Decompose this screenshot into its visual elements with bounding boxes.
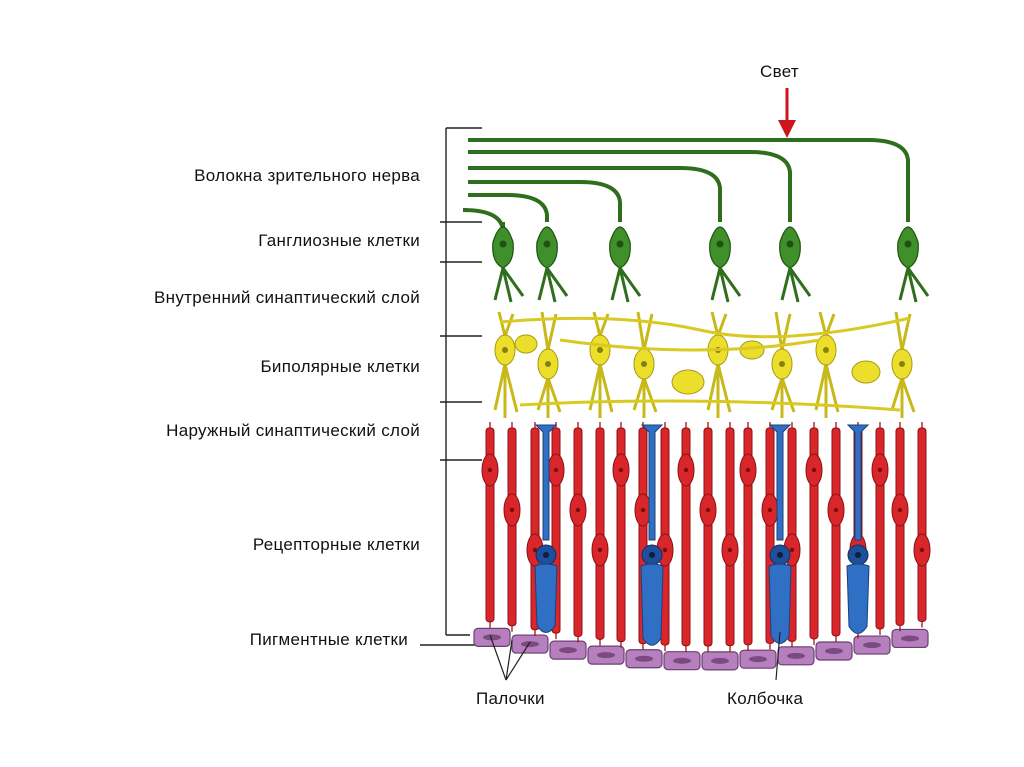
cone-nucleolus bbox=[649, 552, 655, 558]
rod-nucleolus bbox=[663, 548, 667, 552]
cone-stalk bbox=[848, 425, 868, 540]
bipolar-nucleus bbox=[545, 361, 551, 367]
rod-nucleolus bbox=[746, 468, 750, 472]
label-ganglion-cells: Ганглиозные клетки bbox=[258, 231, 420, 251]
rod-nucleolus bbox=[834, 508, 838, 512]
rod-nucleolus bbox=[790, 548, 794, 552]
label-inner-synaptic-layer: Внутренний синаптический слой bbox=[154, 288, 420, 308]
light-label: Свет bbox=[760, 62, 799, 82]
bipolar-nucleus bbox=[641, 361, 647, 367]
pigment-nucleus bbox=[825, 648, 843, 654]
label-optic-fibers: Волокна зрительного нерва bbox=[194, 166, 420, 186]
amacrine-cell bbox=[515, 335, 537, 353]
pigment-layer bbox=[474, 628, 928, 669]
bipolar-layer bbox=[495, 312, 914, 418]
label-rods: Палочки bbox=[476, 689, 545, 709]
pigment-nucleus bbox=[711, 658, 729, 664]
ganglion-dendrite bbox=[539, 268, 567, 302]
rod-nucleolus bbox=[554, 468, 558, 472]
rod-body bbox=[704, 428, 712, 646]
light-arrow bbox=[778, 88, 796, 138]
rod-body bbox=[508, 428, 516, 626]
pigment-nucleus bbox=[749, 656, 767, 662]
cone-nucleolus bbox=[543, 552, 549, 558]
rod-nucleolus bbox=[812, 468, 816, 472]
rod-nucleolus bbox=[488, 468, 492, 472]
rod-nucleolus bbox=[706, 508, 710, 512]
optic-nerve-layer bbox=[463, 140, 928, 302]
rod-nucleolus bbox=[728, 548, 732, 552]
ganglion-nucleus bbox=[544, 241, 551, 248]
rod-nucleolus bbox=[641, 508, 645, 512]
ganglion-nucleus bbox=[787, 241, 794, 248]
optic-fiber bbox=[468, 195, 547, 222]
layer-bracket bbox=[420, 128, 482, 645]
bipolar-nucleus bbox=[779, 361, 785, 367]
rod-nucleolus bbox=[768, 508, 772, 512]
pigment-nucleus bbox=[521, 641, 539, 647]
optic-fiber bbox=[468, 152, 790, 222]
ganglion-dendrite bbox=[612, 268, 640, 302]
receptor-layer bbox=[482, 422, 930, 652]
cone-nucleolus bbox=[855, 552, 861, 558]
ganglion-nucleus bbox=[617, 241, 624, 248]
ganglion-dendrite bbox=[782, 268, 810, 302]
rod-nucleolus bbox=[576, 508, 580, 512]
amacrine-cell bbox=[852, 361, 880, 383]
bipolar-nucleus bbox=[502, 347, 508, 353]
synaptic-processes bbox=[500, 318, 910, 410]
ganglion-nucleus bbox=[500, 241, 507, 248]
cone-outer-segment bbox=[535, 564, 557, 633]
rod-nucleolus bbox=[878, 468, 882, 472]
rod-nucleolus bbox=[920, 548, 924, 552]
label-pigment-cells: Пигментные клетки bbox=[250, 630, 408, 650]
label-outer-synaptic-layer: Наружный синаптический слой bbox=[166, 421, 420, 441]
pigment-nucleus bbox=[673, 658, 691, 664]
label-cone: Колбочка bbox=[727, 689, 803, 709]
pigment-nucleus bbox=[597, 652, 615, 658]
cone-nucleolus bbox=[777, 552, 783, 558]
pigment-nucleus bbox=[787, 653, 805, 659]
rod-nucleolus bbox=[898, 508, 902, 512]
ganglion-dendrite bbox=[712, 268, 740, 302]
ganglion-dendrite bbox=[900, 268, 928, 302]
rod-body bbox=[832, 428, 840, 636]
rod-body bbox=[574, 428, 582, 636]
pigment-nucleus bbox=[635, 656, 653, 662]
bipolar-nucleus bbox=[899, 361, 905, 367]
pigment-nucleus bbox=[901, 635, 919, 641]
cone-outer-segment bbox=[641, 564, 663, 645]
bipolar-nucleus bbox=[597, 347, 603, 353]
rod-nucleolus bbox=[619, 468, 623, 472]
rod-body bbox=[918, 428, 926, 621]
rod-nucleolus bbox=[510, 508, 514, 512]
rod-nucleolus bbox=[598, 548, 602, 552]
rod-nucleolus bbox=[684, 468, 688, 472]
ganglion-dendrite bbox=[495, 268, 523, 302]
cone-outer-segment bbox=[847, 564, 869, 634]
label-receptor-cells: Рецепторные клетки bbox=[253, 535, 420, 555]
rod-body bbox=[896, 428, 904, 625]
amacrine-cell bbox=[672, 370, 704, 394]
cone-outer-segment bbox=[769, 564, 791, 644]
ganglion-nucleus bbox=[717, 241, 724, 248]
pigment-nucleus bbox=[559, 647, 577, 653]
ganglion-nucleus bbox=[905, 241, 912, 248]
pigment-nucleus bbox=[863, 642, 881, 648]
bipolar-nucleus bbox=[823, 347, 829, 353]
optic-fiber bbox=[463, 210, 503, 230]
label-bipolar-cells: Биполярные клетки bbox=[260, 357, 420, 377]
